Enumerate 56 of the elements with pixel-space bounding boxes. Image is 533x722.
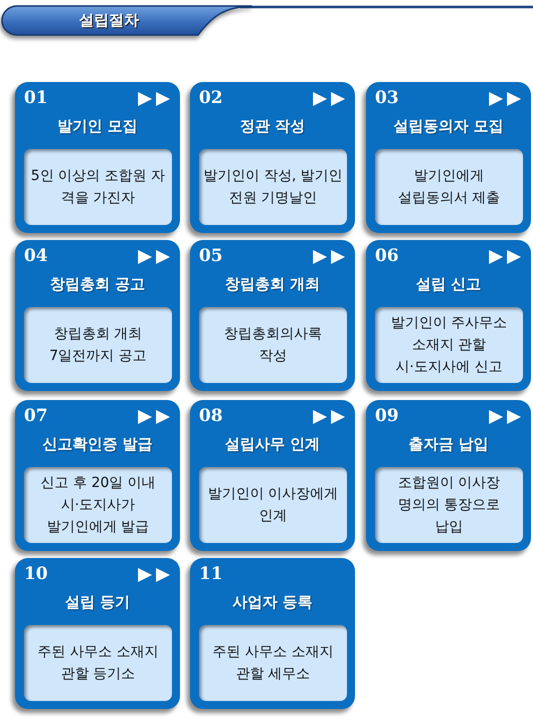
description-text: 발기인에게 설립동의서 제출	[396, 167, 502, 208]
page-title: 설립절차	[79, 11, 139, 29]
step-card	[190, 82, 355, 233]
description-panel	[375, 467, 523, 543]
description-panel	[24, 625, 172, 701]
step-card	[190, 240, 355, 391]
step-card	[190, 558, 355, 709]
step-number: 11	[199, 565, 223, 583]
description-panel	[24, 307, 172, 383]
description-text: 발기인이 이사장에게 인계	[206, 485, 340, 526]
step-number: 01	[24, 89, 48, 107]
step-number: 08	[199, 407, 223, 425]
step-title: 설립동의자 모집	[393, 117, 504, 135]
description-panel	[24, 467, 172, 543]
description-panel	[24, 149, 172, 225]
step-card	[15, 400, 180, 551]
step-card	[15, 558, 180, 709]
step-number: 04	[24, 247, 48, 265]
step-title: 신고확인증 발급	[42, 435, 153, 453]
step-card	[366, 240, 531, 391]
description-text: 발기인이 작성, 발기인 전원 기명날인	[202, 167, 344, 208]
step-card	[366, 82, 531, 233]
description-text: 창립총회의사록 작성	[223, 325, 323, 366]
step-card	[15, 240, 180, 391]
description-text: 주된 사무소 소재지 관할 등기소	[36, 643, 160, 684]
description-text: 창립총회 개최 7일전까지 공고	[48, 325, 148, 366]
step-number: 09	[375, 407, 399, 425]
step-number: 02	[199, 89, 223, 107]
description-panel	[199, 307, 347, 383]
step-title: 창립총회 개최	[224, 275, 320, 293]
step-number: 03	[375, 89, 399, 107]
step-number: 07	[24, 407, 48, 425]
step-title: 정관 작성	[240, 117, 306, 135]
step-card	[190, 400, 355, 551]
description-text: 신고 후 20일 이내 시·도지사가 발기인에게 발급	[39, 474, 157, 537]
step-title: 설립 신고	[416, 275, 482, 293]
step-title: 발기인 모집	[57, 117, 138, 135]
step-title: 창립총회 공고	[50, 275, 146, 293]
description-panel	[375, 149, 523, 225]
step-card	[15, 82, 180, 233]
step-title: 출자금 납입	[408, 435, 489, 453]
description-text: 발기인이 주사무소 소재지 관할 시·도지사에 신고	[390, 314, 508, 377]
description-panel	[199, 625, 347, 701]
step-card	[366, 400, 531, 551]
step-title: 설립 등기	[64, 593, 130, 611]
description-text: 주된 사무소 소재지 관할 세무소	[212, 643, 334, 684]
description-panel	[199, 467, 347, 543]
step-title: 사업자 등록	[232, 593, 313, 611]
step-number: 05	[199, 247, 223, 265]
step-number: 06	[375, 247, 399, 265]
description-text: 조합원이 이사장 명의의 통장으로 납입	[396, 474, 502, 537]
description-text: 5인 이상의 조합원 자격을 가진자	[30, 167, 166, 208]
description-panel	[375, 307, 523, 383]
description-panel	[199, 149, 347, 225]
step-title: 설립사무 인계	[224, 435, 320, 453]
step-number: 10	[24, 565, 48, 583]
